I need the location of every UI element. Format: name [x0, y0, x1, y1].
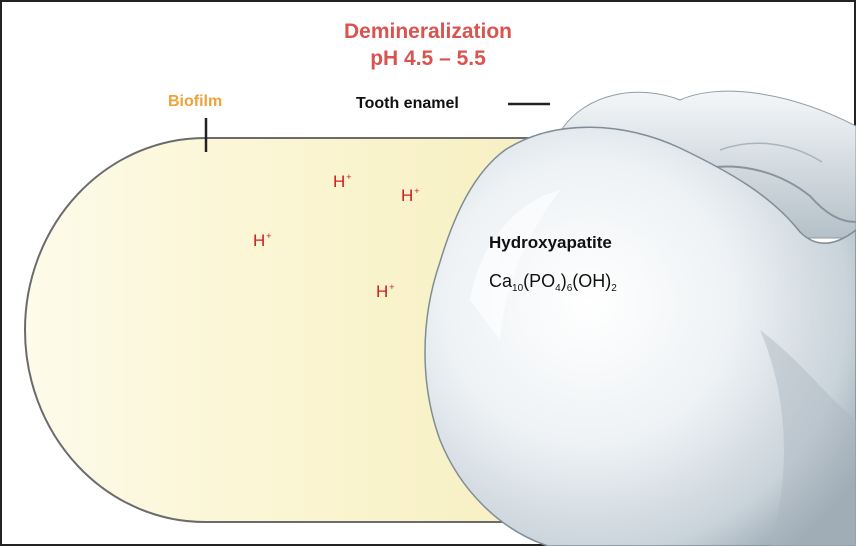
ph-range-label: pH 4.5 – 5.5 — [370, 47, 486, 70]
tooth-enamel-graphic — [424, 90, 856, 546]
biofilm-label: Biofilm — [168, 93, 223, 110]
hydrogen-ion: H+ — [376, 282, 395, 301]
diagram-title: Demineralization — [343, 20, 513, 43]
hydrogen-ion: H+ — [253, 231, 272, 250]
hydrogen-ion: H+ — [333, 172, 352, 191]
hydroxyapatite-label: Hydroxyapatite — [489, 233, 612, 252]
hydrogen-ion: H+ — [401, 186, 420, 205]
hydroxyapatite-formula: Ca10(PO4)6(OH)2 — [489, 271, 617, 294]
tooth-enamel-label: Tooth enamel — [356, 95, 459, 112]
